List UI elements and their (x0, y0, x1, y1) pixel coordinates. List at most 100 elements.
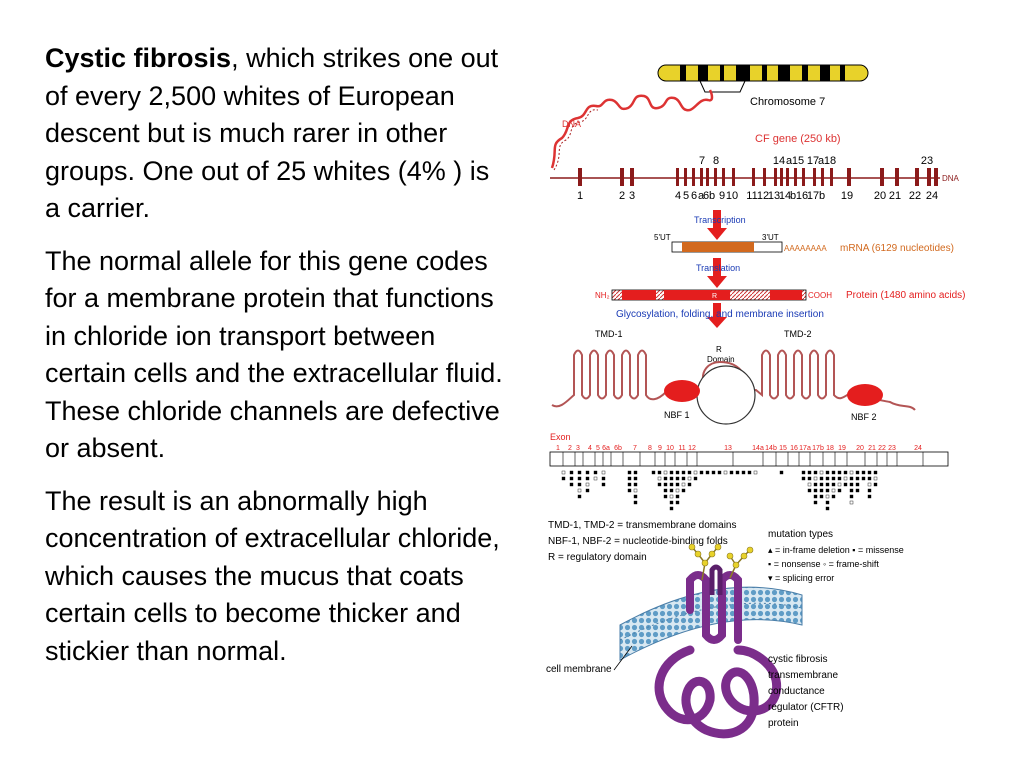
mutation-marker (825, 494, 830, 499)
exon-top-label-1: 8 (713, 155, 719, 167)
mutation-marker (651, 470, 656, 475)
mutation-marker (669, 470, 674, 475)
mutation-marker (831, 488, 836, 493)
mutation-dots (561, 470, 878, 511)
mutation-marker (687, 482, 692, 487)
mutation-marker (867, 482, 872, 487)
mutation-marker (843, 482, 848, 487)
mutation-marker (669, 476, 674, 481)
mutation-marker (663, 482, 668, 487)
mutation-marker (819, 482, 824, 487)
exon-bottom-label-23: 24 (926, 190, 938, 202)
mutation-item-2: ▪ = nonsense ◦ = frame-shift (768, 559, 879, 569)
mutation-marker (675, 488, 680, 493)
exon-map-label-6: 6b (614, 445, 622, 452)
mutation-marker (807, 488, 812, 493)
exon-map-label-17: 16 (790, 445, 798, 452)
cell-membrane-icon (619, 586, 803, 661)
exon-map-label-3: 4 (588, 445, 592, 452)
nh2-label: NH₂ (595, 291, 610, 300)
mutation-marker (843, 476, 848, 481)
protein-r-label: R (712, 293, 717, 300)
exon-map-label-24: 22 (878, 445, 886, 452)
mutation-marker (747, 470, 752, 475)
cf-gene-label: CF gene (250 kb) (755, 133, 841, 145)
exon-bottom-label-9: 9 (719, 190, 725, 202)
mutation-marker (627, 488, 632, 493)
exon-bottom-label-22: 22 (909, 190, 921, 202)
mutation-marker (627, 482, 632, 487)
exon-map-label-22: 20 (856, 445, 864, 452)
mutation-marker (861, 476, 866, 481)
mutation-marker (675, 494, 680, 499)
exon-bottom-label-3: 4 (675, 190, 681, 202)
mutation-marker (669, 482, 674, 487)
mutation-marker (585, 488, 590, 493)
mutation-marker (681, 470, 686, 475)
mutation-marker (569, 482, 574, 487)
cftr-label-line-4: regulator (CFTR) (768, 702, 844, 713)
exon-map-label-11: 11 (678, 445, 685, 452)
mutation-marker (577, 470, 582, 475)
mutation-marker (735, 470, 740, 475)
r-domain-label-1: R (716, 345, 722, 354)
mutation-marker (855, 482, 860, 487)
mutation-marker (633, 470, 638, 475)
mutation-marker (825, 506, 830, 511)
mutation-marker (663, 470, 668, 475)
exon-map-label-15: 14b (765, 445, 777, 452)
mutation-marker (825, 488, 830, 493)
exon-bottom-label-12: 12 (757, 190, 769, 202)
mutation-marker (669, 506, 674, 511)
mutation-marker (819, 470, 824, 475)
mutation-marker (873, 482, 878, 487)
paragraph-3: The result is an abnormally high concent… (45, 485, 500, 666)
exon-label: Exon (550, 432, 571, 442)
mutation-marker (663, 488, 668, 493)
exon-bottom-label-18: b (819, 190, 825, 202)
mutation-legend: mutation types ▴ = in-frame deletion ▪ =… (768, 529, 904, 583)
exon-map-label-26: 24 (914, 445, 922, 452)
mutation-marker (585, 476, 590, 481)
exon-map-ticks (562, 452, 924, 466)
exon-top-label-5: 17 (807, 155, 819, 167)
mutation-marker (577, 488, 582, 493)
mutation-marker (657, 476, 662, 481)
mutation-marker (837, 476, 842, 481)
nbf1-icon (664, 380, 700, 402)
mutation-marker (585, 482, 590, 487)
mutation-marker (633, 488, 638, 493)
processing-arrow-icon (707, 303, 727, 328)
exon-bottom-label-19: 19 (841, 190, 853, 202)
processing-label: Glycosylation, folding, and membrane ins… (616, 309, 824, 320)
mutation-marker (693, 476, 698, 481)
nbf2-icon (847, 384, 883, 406)
mutation-marker (627, 476, 632, 481)
nbf2-label: NBF 2 (851, 412, 877, 422)
mutation-marker (601, 470, 606, 475)
cftr-protein-icon (654, 543, 782, 739)
mutation-marker (831, 494, 836, 499)
transcription-label: Transcription (694, 215, 746, 225)
cell-membrane-pointer (613, 645, 633, 671)
mutation-marker (577, 482, 582, 487)
tmd1-label: TMD-1 (595, 329, 623, 339)
cftr-label-line-1: cystic fibrosis (768, 654, 827, 665)
chromosome-7-label: Chromosome 7 (750, 96, 825, 108)
mutation-marker (687, 470, 692, 475)
mutation-marker (657, 482, 662, 487)
mutation-marker (663, 494, 668, 499)
mutation-marker (825, 470, 830, 475)
mutation-marker (825, 482, 830, 487)
mutation-marker (717, 470, 722, 475)
mutation-marker (741, 470, 746, 475)
mutation-marker (723, 470, 728, 475)
nbf1-label: NBF 1 (664, 410, 690, 420)
mutation-marker (849, 476, 854, 481)
mutation-title: mutation types (768, 529, 833, 540)
cftr-label-line-5: protein (768, 718, 799, 729)
mutation-marker (633, 482, 638, 487)
mutation-marker (861, 470, 866, 475)
exon-map-bar (549, 451, 949, 467)
mutation-marker (561, 476, 566, 481)
